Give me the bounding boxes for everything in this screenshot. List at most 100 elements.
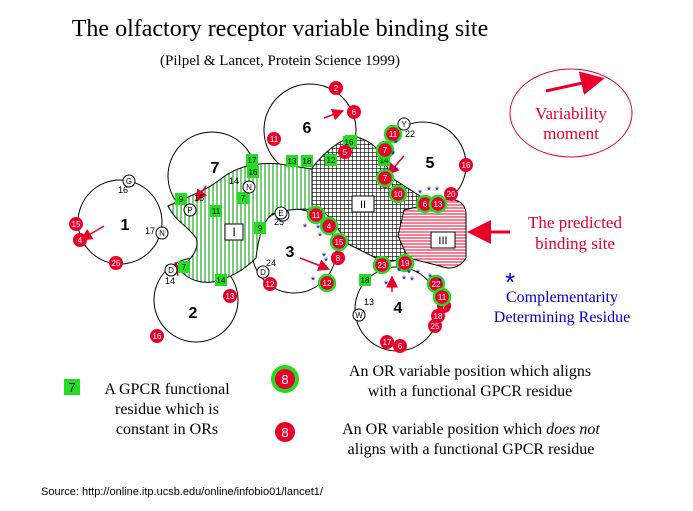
svg-text:6: 6 [352, 108, 357, 117]
helix-number-2: 2 [189, 305, 198, 322]
svg-text:11: 11 [438, 293, 447, 302]
helix-5-arrow [387, 155, 405, 176]
green-residue: 7 [237, 192, 249, 204]
svg-text:16: 16 [249, 168, 258, 177]
red-residue: 16 [459, 158, 473, 172]
red-residue: 25 [109, 256, 123, 270]
helix-1-arrow [80, 225, 105, 241]
cdr-star-mark: * [318, 231, 323, 243]
cdr-star-mark: * [418, 188, 423, 200]
legend-ringed-circle: 8 [271, 365, 299, 393]
letter-residue: N [155, 226, 169, 240]
red-residue: 17 [380, 335, 394, 349]
green-residue: 7 [178, 261, 190, 273]
cdr-star-mark: * [428, 272, 433, 284]
green-residue: 18 [359, 274, 371, 286]
svg-text:N: N [246, 183, 252, 192]
svg-text:23: 23 [378, 261, 387, 270]
svg-text:P: P [187, 206, 192, 215]
svg-text:12: 12 [323, 279, 332, 288]
green-residue: 17 [246, 154, 258, 166]
svg-text:11: 11 [389, 130, 398, 139]
legend-red-circle: 8 [275, 422, 295, 442]
residue-label: 22 [405, 129, 415, 139]
green-residue: 14 [215, 274, 227, 286]
helix-number-5: 5 [426, 155, 435, 172]
ringed-residue: 4 [319, 216, 339, 236]
cdr-star-mark: * [391, 149, 396, 161]
residue-label: 25 [274, 217, 284, 227]
letter-residue: P [183, 203, 197, 217]
helix-number-6: 6 [303, 120, 312, 137]
binding-site-label: The predicted binding site [528, 213, 622, 253]
legend-ringed-text: An OR variable position which aligns wit… [348, 363, 592, 400]
residue-label: 13 [364, 297, 374, 307]
svg-text:15: 15 [72, 220, 81, 229]
svg-text:25: 25 [431, 322, 440, 331]
green-residue: 18 [301, 155, 313, 167]
svg-text:9: 9 [258, 224, 263, 233]
loop-label-I: I [224, 223, 244, 241]
red-residue: 2 [329, 81, 343, 95]
letter-residue: W [352, 308, 366, 322]
red-residue: 4 [73, 233, 87, 247]
svg-text:4: 4 [78, 236, 83, 245]
red-residue: 20 [444, 187, 458, 201]
helix-number-7: 7 [211, 160, 220, 177]
svg-text:7: 7 [442, 302, 447, 311]
page-title: The olfactory receptor variable binding … [71, 16, 489, 42]
cdr-star-mark: * [316, 223, 321, 235]
ringed-residue: 7 [375, 168, 395, 188]
legend-green-box: 7 [64, 379, 80, 395]
svg-text:14: 14 [380, 156, 389, 165]
page-subtitle: (Pilpel & Lancet, Protein Science 1999) [160, 53, 400, 69]
svg-text:4: 4 [327, 222, 332, 231]
letter-residue: G [122, 174, 136, 188]
letter-residues: GNPNDDDWYE [122, 117, 411, 322]
letter-residue: E [274, 206, 288, 220]
svg-text:7: 7 [383, 174, 388, 183]
cdr-star-mark: * [435, 185, 440, 197]
cdr-stars: ******************** [303, 138, 443, 291]
svg-text:8: 8 [281, 425, 288, 440]
letter-residue: N [242, 180, 256, 194]
red-residue: 15 [69, 217, 83, 231]
helix-number-1: 1 [121, 217, 130, 234]
cdr-star-icon: * [505, 267, 516, 297]
helix-7-arrow [195, 185, 208, 202]
variability-arrow-icon [545, 71, 605, 95]
ringed-residue: 6 [415, 194, 435, 214]
svg-text:18: 18 [303, 157, 312, 166]
legend-green-text: A GPCR functional residue which is const… [104, 381, 230, 438]
svg-text:Y: Y [401, 120, 407, 129]
svg-text:14: 14 [217, 276, 226, 285]
svg-text:11: 11 [270, 135, 279, 144]
svg-text:8: 8 [281, 372, 288, 387]
residue-label: 14 [165, 276, 175, 286]
residue-label: 14 [229, 176, 239, 186]
svg-text:22: 22 [432, 280, 441, 289]
residue-label: 15 [194, 193, 204, 203]
svg-text:11: 11 [212, 207, 221, 216]
cdr-star-mark: * [438, 276, 443, 288]
svg-text:13: 13 [288, 157, 297, 166]
variability-moment-ellipse [509, 68, 633, 158]
svg-text:N: N [159, 229, 165, 238]
svg-text:15: 15 [335, 238, 344, 247]
svg-text:18: 18 [434, 312, 443, 321]
ringed-residue: 23 [372, 255, 392, 275]
green-residue: 16 [343, 136, 355, 148]
svg-text:17: 17 [248, 156, 257, 165]
red-residue: 5 [338, 145, 352, 159]
ringed-residue: 11 [383, 124, 403, 144]
svg-text:E: E [278, 209, 283, 218]
cdr-star-mark: * [407, 268, 412, 280]
helix-6-arrow [323, 109, 345, 121]
ringed-residue: 7 [375, 140, 395, 160]
ringed-residue: 12 [317, 273, 337, 293]
svg-text:9: 9 [179, 195, 184, 204]
svg-text:2: 2 [334, 84, 339, 93]
cdr-star-mark: * [416, 268, 421, 280]
red-residue: 6 [393, 339, 407, 353]
